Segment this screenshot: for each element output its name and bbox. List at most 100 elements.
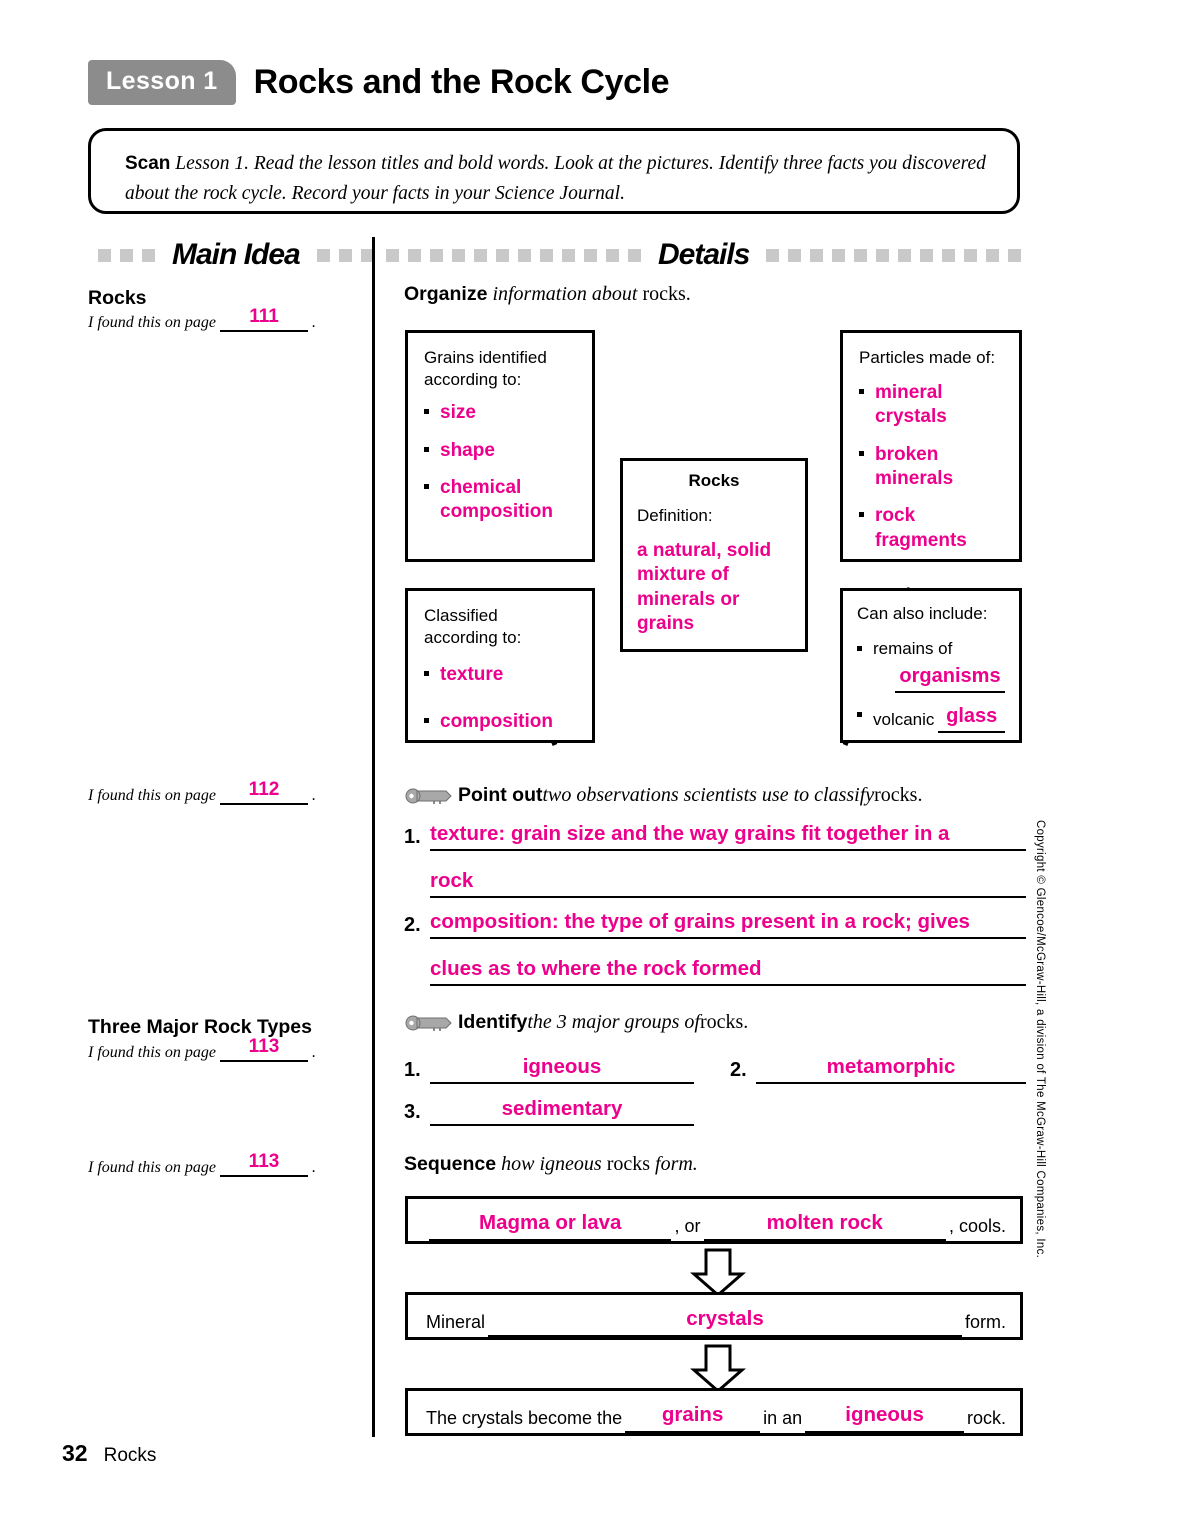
sequence-blank[interactable]: crystals [488, 1305, 962, 1337]
sequence-blank[interactable]: molten rock [703, 1209, 946, 1241]
answer-blank[interactable]: composition: the type of grains present … [430, 903, 1026, 939]
decor-square-icon [606, 248, 619, 262]
decor-square-icon [964, 248, 978, 262]
decor-square-icon [518, 248, 531, 262]
sequence-italic: how igneous [496, 1153, 607, 1175]
organize-box-top-left: Grains identified according to: size sha… [405, 330, 595, 562]
sequence-value: grains [661, 1403, 724, 1426]
point-out-answer-1: 1. texture: grain size and the way grain… [404, 815, 1026, 851]
decor-square-icon [986, 248, 1000, 262]
box-item-label: remains of [873, 639, 953, 659]
sequence-blank[interactable]: igneous [805, 1401, 964, 1433]
sequence-label: in an [763, 1408, 803, 1428]
found-on-page-2: I found this on page 112 . [88, 779, 316, 805]
answer-blank[interactable]: texture: grain size and the way grains f… [430, 815, 1026, 851]
answer-blank[interactable]: rock [430, 862, 1026, 898]
found-label: I found this on page [88, 1044, 216, 1061]
sequence-label: , or [674, 1216, 701, 1236]
scan-text: Lesson 1. Read the lesson titles and bol… [125, 153, 986, 205]
bullet-icon [857, 712, 862, 718]
sequence-step-2: Mineral crystals form. [405, 1292, 1023, 1340]
decor-square-icon [142, 248, 155, 262]
answer-number: 1. [404, 1059, 421, 1081]
sequence-blank[interactable]: Magma or lava [429, 1209, 672, 1241]
box-item: chemical composition [424, 476, 576, 525]
decor-square-icon [408, 248, 421, 262]
sequence-arrow-down-icon [690, 1344, 746, 1393]
box-item: texture [424, 663, 576, 687]
copyright-notice: Copyright © Glencoe/McGraw-Hill, a divis… [1034, 820, 1046, 1259]
sequence-prompt: Sequence how igneous rocks form. [404, 1153, 698, 1176]
found-label: I found this on page [88, 314, 216, 331]
decor-square-icon [386, 248, 399, 262]
identify-tail: rocks. [699, 1011, 749, 1033]
answer-blank[interactable]: metamorphic [756, 1048, 1026, 1084]
decor-square-icon [430, 248, 443, 262]
answer-blank[interactable]: clues as to where the rock formed [430, 950, 1026, 986]
decor-square-icon [360, 248, 374, 262]
found-period: . [312, 787, 316, 804]
sequence-label: The crystals become the [426, 1408, 623, 1428]
answer-number: 2. [404, 914, 421, 936]
page-blank[interactable]: 113 [220, 1151, 308, 1177]
organize-box-top-right: Particles made of: mineral crystals brok… [840, 330, 1022, 562]
main-idea-heading-rock-types: Three Major Rock Types [88, 1016, 312, 1038]
point-out-answer-1-cont: rock [430, 862, 1026, 898]
organize-prompt-tail: rocks. [642, 283, 691, 305]
decor-square-icon [540, 248, 553, 262]
key-icon [404, 1014, 454, 1032]
organize-prompt: Organize information about rocks. [404, 283, 691, 306]
sequence-label: Mineral [426, 1312, 486, 1332]
answer-value: sedimentary [501, 1097, 623, 1120]
banner-details: Details [386, 238, 1022, 272]
box-lead: Particles made of: [859, 348, 996, 367]
found-on-page-3: I found this on page 113 . [88, 1036, 316, 1062]
decor-square-icon [942, 248, 956, 262]
found-on-page-1: I found this on page 111 . [88, 306, 316, 332]
box-lead: Grains identified according to: [424, 348, 547, 390]
decor-square-icon [452, 248, 465, 262]
box-item: mineral crystals [859, 381, 1003, 430]
box-center-title: Rocks [688, 471, 740, 490]
sequence-blank[interactable]: grains [625, 1401, 761, 1433]
scan-callout: Scan Lesson 1. Read the lesson titles an… [88, 128, 1020, 214]
decor-square-icon [98, 248, 111, 262]
page-blank[interactable]: 112 [220, 779, 308, 805]
decor-square-icon [920, 248, 934, 262]
page-blank[interactable]: 113 [220, 1036, 308, 1062]
answer-value: rock [430, 869, 474, 892]
sequence-step-1: Magma or lava , or molten rock , cools. [405, 1196, 1023, 1244]
lesson-tag: Lesson 1 [88, 60, 236, 105]
sequence-value: crystals [686, 1307, 764, 1330]
answer-number: 3. [404, 1101, 421, 1123]
identify-answer-3: 3. sedimentary [404, 1090, 694, 1126]
answer-number: 2. [730, 1059, 747, 1081]
box-item: size [424, 401, 576, 425]
answer-value: glass [946, 705, 998, 728]
decor-square-icon [562, 248, 575, 262]
identify-answer-2: 2. metamorphic [730, 1048, 1026, 1084]
box-item-label: volcanic [873, 710, 935, 730]
sequence-mid: rocks [606, 1153, 651, 1175]
box-lead: Can also include: [857, 604, 988, 623]
answer-value: metamorphic [826, 1055, 956, 1078]
decor-square-icon [898, 248, 912, 262]
page-footer: 32 Rocks [62, 1440, 156, 1467]
answer-blank[interactable]: organisms [895, 661, 1005, 694]
page-blank[interactable]: 111 [220, 306, 308, 332]
answer-blank[interactable]: sedimentary [430, 1090, 694, 1126]
banner-main-idea-label: Main Idea [172, 238, 301, 271]
identify-answer-1: 1. igneous [404, 1048, 694, 1084]
decor-square-icon [316, 248, 330, 262]
key-icon [404, 787, 454, 805]
answer-value: igneous [522, 1055, 602, 1078]
box-item: broken minerals [859, 443, 1003, 492]
decor-square-icon [628, 248, 641, 262]
identify-italic: the 3 major groups of [527, 1011, 700, 1033]
decor-square-icon [584, 248, 597, 262]
box-center-lead: Definition: [637, 506, 713, 525]
answer-blank[interactable]: glass [938, 703, 1005, 734]
page-value: 111 [249, 306, 279, 327]
answer-value: organisms [899, 665, 1001, 688]
answer-blank[interactable]: igneous [430, 1048, 694, 1084]
